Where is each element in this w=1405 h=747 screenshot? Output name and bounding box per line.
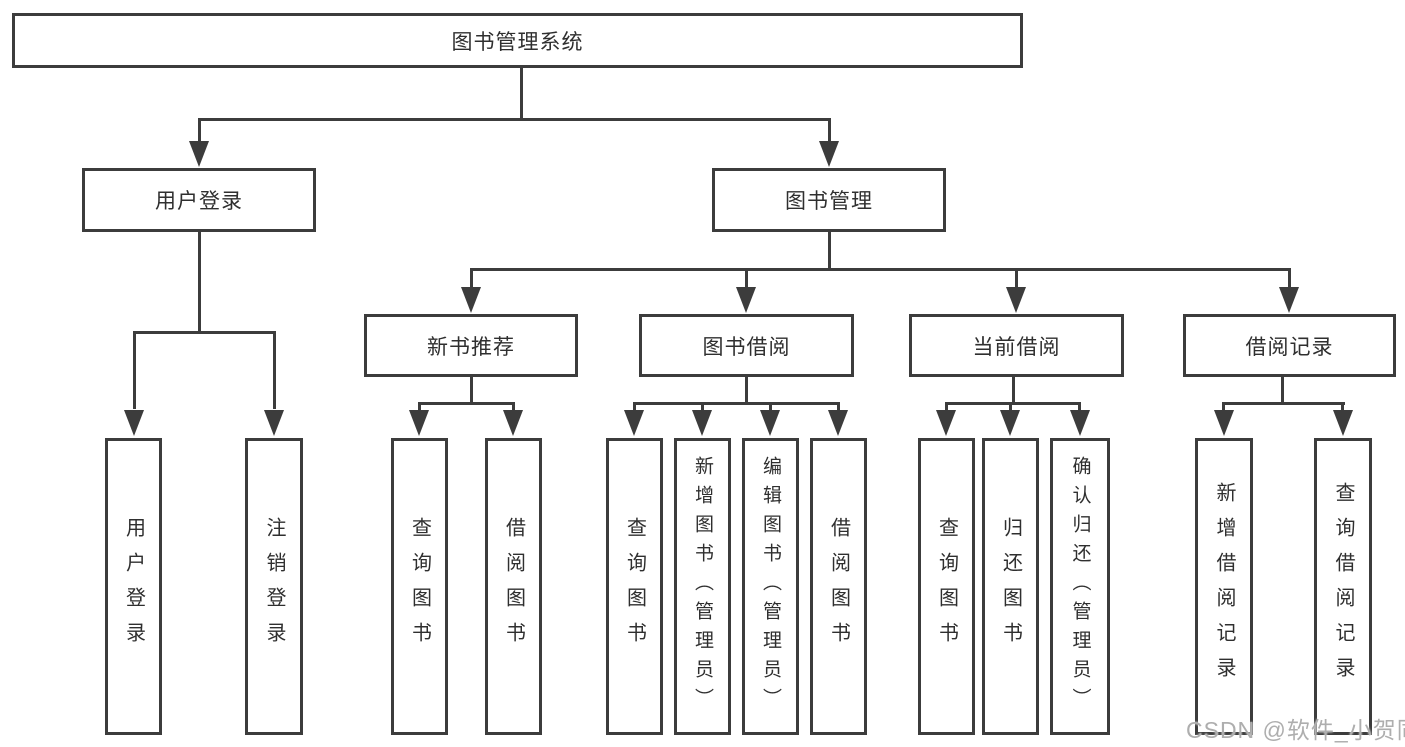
edge-level3-stub (1288, 268, 1291, 287)
node-library-management-system: 图书管理系统 (12, 13, 1023, 68)
leaf-return-book: 归还图书 (982, 438, 1039, 735)
leaf-confirm-return-admin: 确认归还（管理员） (1050, 438, 1110, 735)
node-book-management: 图书管理 (712, 168, 946, 232)
arrowhead-down-icon (624, 410, 644, 436)
leaf-edit-book-admin: 编辑图书（管理员） (742, 438, 799, 735)
arrowhead-down-icon (503, 410, 523, 436)
node-label: 借阅记录 (1245, 335, 1334, 359)
arrowhead-down-icon (1070, 410, 1090, 436)
arrowhead-down-icon (1279, 287, 1299, 313)
edge-user-login-down-line (198, 232, 201, 333)
arrowhead-down-icon (1214, 410, 1234, 436)
edge-leaf-stub (512, 402, 515, 411)
node-current-borrowing: 当前借阅 (909, 314, 1124, 377)
edge-root-down-line (520, 68, 523, 119)
leaf-borrow-books: 借阅图书 (810, 438, 867, 735)
arrowhead-down-icon (1000, 410, 1020, 436)
node-label: 当前借阅 (972, 335, 1061, 359)
arrowhead-down-icon (692, 410, 712, 436)
node-label: 图书管理 (785, 190, 873, 213)
edge-book-mgmt-stub (828, 118, 831, 142)
node-borrowing-records: 借阅记录 (1183, 314, 1396, 377)
leaf-query-books-current: 查询图书 (918, 438, 975, 735)
node-book-borrowing: 图书借阅 (639, 314, 854, 377)
leaf-logout: 注销登录 (245, 438, 303, 735)
edge-group-down-line (745, 377, 748, 404)
node-label: 新书推荐 (427, 335, 515, 359)
leaf-label: 编辑图书（管理员） (760, 456, 781, 717)
leaf-label: 借阅图书 (502, 516, 525, 657)
leaf-label: 归还图书 (999, 516, 1022, 657)
leaf-query-borrow-record: 查询借阅记录 (1314, 438, 1372, 735)
leaf-borrow-books-recommend: 借阅图书 (485, 438, 542, 735)
arrowhead-down-icon (409, 410, 429, 436)
edge-leaf-stub (701, 402, 704, 411)
edge-user-login-stub (198, 118, 201, 142)
edge-leaf-stub (769, 402, 772, 411)
leaf-label: 查询图书 (408, 516, 431, 657)
edge-user-login-split-line (133, 331, 275, 334)
arrowhead-down-icon (1006, 287, 1026, 313)
leaf-label: 查询图书 (935, 516, 958, 657)
leaf-add-book-admin: 新增图书（管理员） (674, 438, 731, 735)
edge-group-down-line (1012, 377, 1015, 404)
edge-group-down-line (1281, 377, 1284, 404)
edge-leaf-stub (133, 331, 136, 409)
leaf-label: 注销登录 (263, 516, 285, 657)
node-label: 图书管理系统 (451, 30, 584, 54)
leaf-label: 查询借阅记录 (1332, 481, 1354, 692)
leaf-label: 新增借阅记录 (1213, 481, 1235, 692)
arrowhead-down-icon (760, 410, 780, 436)
arrowhead-down-icon (189, 141, 209, 167)
arrowhead-down-icon (1333, 410, 1353, 436)
edge-leaf-stub (1009, 402, 1012, 411)
leaf-label: 用户登录 (122, 516, 145, 657)
arrowhead-down-icon (828, 410, 848, 436)
leaf-label: 新增图书（管理员） (692, 456, 713, 717)
node-label: 图书借阅 (702, 335, 791, 359)
edge-leaf-stub (418, 402, 421, 411)
edge-leaf-stub (1341, 402, 1344, 411)
edge-group-split-line (1223, 402, 1345, 405)
edge-level3-stub (470, 268, 473, 287)
leaf-query-books-recommend: 查询图书 (391, 438, 448, 735)
arrowhead-down-icon (461, 287, 481, 313)
edge-leaf-stub (945, 402, 948, 411)
arrowhead-down-icon (736, 287, 756, 313)
arrowhead-down-icon (124, 410, 144, 436)
arrowhead-down-icon (819, 141, 839, 167)
leaf-add-borrow-record: 新增借阅记录 (1195, 438, 1253, 735)
edge-leaf-stub (1078, 402, 1081, 411)
leaf-query-books-borrow: 查询图书 (606, 438, 663, 735)
edge-group-split-line (945, 402, 1081, 405)
edge-leaf-stub (837, 402, 840, 411)
edge-leaf-stub (1222, 402, 1225, 411)
edge-leaf-stub (273, 331, 276, 409)
edge-level3-stub (1015, 268, 1018, 287)
leaf-label: 查询图书 (623, 516, 646, 657)
edge-level2-split-line (198, 118, 831, 121)
edge-level3-split-line (470, 268, 1290, 271)
node-new-book-recommendation: 新书推荐 (364, 314, 578, 377)
watermark: CSDN @软件_小贺同学 (1186, 717, 1405, 743)
arrowhead-down-icon (264, 410, 284, 436)
leaf-label: 确认归还（管理员） (1069, 456, 1091, 717)
node-label: 用户登录 (155, 190, 243, 213)
leaf-label: 借阅图书 (827, 516, 850, 657)
edge-group-split-line (634, 402, 839, 405)
edge-leaf-stub (633, 402, 636, 411)
leaf-user-login: 用户登录 (105, 438, 162, 735)
edge-group-split-line (418, 402, 515, 405)
node-user-login: 用户登录 (82, 168, 316, 232)
edge-book-mgmt-down-line (828, 232, 831, 270)
edge-group-down-line (470, 377, 473, 404)
edge-level3-stub (745, 268, 748, 287)
arrowhead-down-icon (936, 410, 956, 436)
